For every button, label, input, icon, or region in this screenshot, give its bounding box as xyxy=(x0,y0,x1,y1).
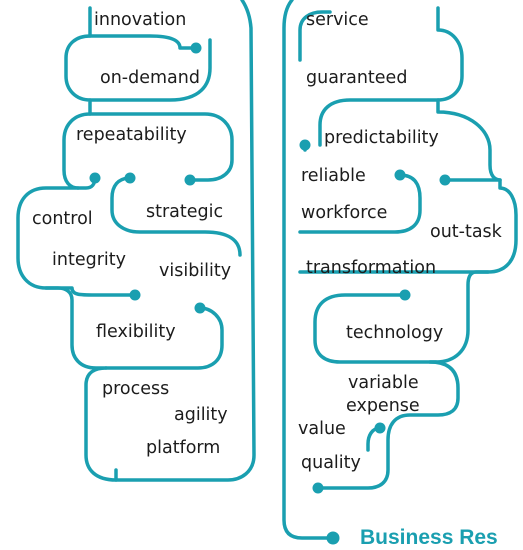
word-repeatability: repeatability xyxy=(76,125,187,145)
word-control: control xyxy=(32,209,93,229)
right-fold-guaranteed xyxy=(318,98,440,147)
junction-dot xyxy=(374,422,386,434)
junction-dot xyxy=(184,174,196,186)
word-integrity: integrity xyxy=(52,250,126,270)
word-out-task: out-task xyxy=(430,222,502,242)
word-process: process xyxy=(102,379,170,399)
word-agility: agility xyxy=(174,405,228,425)
right-fold-service xyxy=(298,10,332,62)
left-fold-visibility xyxy=(104,306,224,370)
word-variable: variable xyxy=(348,373,419,393)
word-transformation: transformation xyxy=(306,258,437,278)
junction-dot xyxy=(326,531,340,545)
word-expense: expense xyxy=(346,396,420,416)
junction-dot xyxy=(89,172,101,184)
junction-dot xyxy=(190,42,202,54)
word-guaranteed: guaranteed xyxy=(306,68,408,88)
junction-dots xyxy=(89,42,451,545)
left-fold-innovation xyxy=(88,34,198,50)
word-workforce: workforce xyxy=(301,203,388,223)
word-quality: quality xyxy=(301,453,361,473)
word-flexibility: flexibility xyxy=(96,322,176,342)
word-predictability: predictability xyxy=(324,128,439,148)
word-technology: technology xyxy=(346,323,444,343)
left-fold-repeatability xyxy=(88,112,234,182)
brain-lines xyxy=(16,0,256,482)
junction-dot xyxy=(399,289,411,301)
left-fold-ondemand xyxy=(88,38,212,102)
junction-dot xyxy=(124,172,136,184)
word-strategic: strategic xyxy=(146,202,224,222)
junction-dot xyxy=(394,169,406,181)
junction-dot xyxy=(299,139,311,151)
caption-text: Business Res xyxy=(360,526,498,549)
word-platform: platform xyxy=(146,438,221,458)
word-innovation: innovation xyxy=(94,10,187,30)
word-on-demand: on-demand xyxy=(100,68,200,88)
junction-dot xyxy=(194,302,206,314)
left-fold-strategic xyxy=(110,176,242,257)
word-visibility: visibility xyxy=(159,261,232,281)
junction-dot xyxy=(439,174,451,186)
word-value: value xyxy=(298,419,346,439)
right-fold-reliable xyxy=(298,173,422,234)
word-reliable: reliable xyxy=(301,166,366,186)
junction-dot xyxy=(312,482,324,494)
left-fold-integrity xyxy=(44,286,137,297)
junction-dot xyxy=(129,289,141,301)
word-service: service xyxy=(306,10,369,30)
right-fold-technology xyxy=(313,293,438,364)
